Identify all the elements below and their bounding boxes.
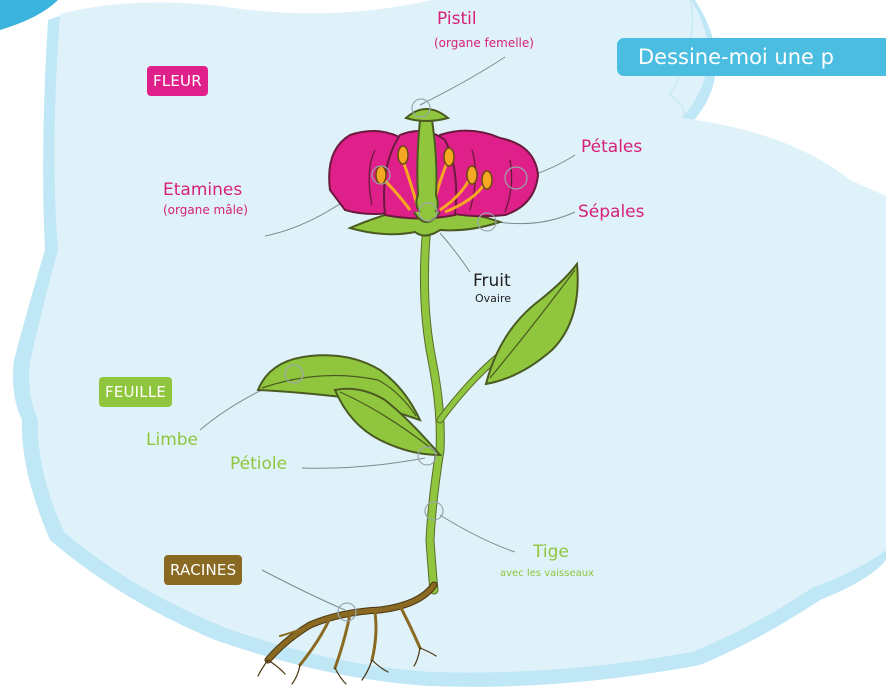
label-sepales: Sépales (578, 202, 645, 222)
label-fruit: Fruit (473, 271, 511, 291)
badge-feuille: FEUILLE (99, 377, 172, 407)
label-tige: Tige (533, 542, 569, 562)
background-blob (29, 0, 886, 673)
page-title: Dessine-moi une p (617, 38, 886, 76)
label-pistil: Pistil (437, 9, 477, 29)
label-petales: Pétales (581, 137, 642, 157)
badge-fleur: FLEUR (147, 66, 208, 96)
label-limbe: Limbe (146, 430, 198, 450)
label-fruit-sub: Ovaire (475, 292, 511, 305)
badge-racines: RACINES (164, 555, 242, 585)
label-pistil-sub: (organe femelle) (434, 36, 534, 50)
label-etamines-sub: (organe mâle) (163, 203, 248, 217)
label-etamines: Etamines (163, 180, 242, 200)
label-tige-sub: avec les vaisseaux (500, 568, 594, 579)
label-petiole: Pétiole (230, 454, 287, 474)
